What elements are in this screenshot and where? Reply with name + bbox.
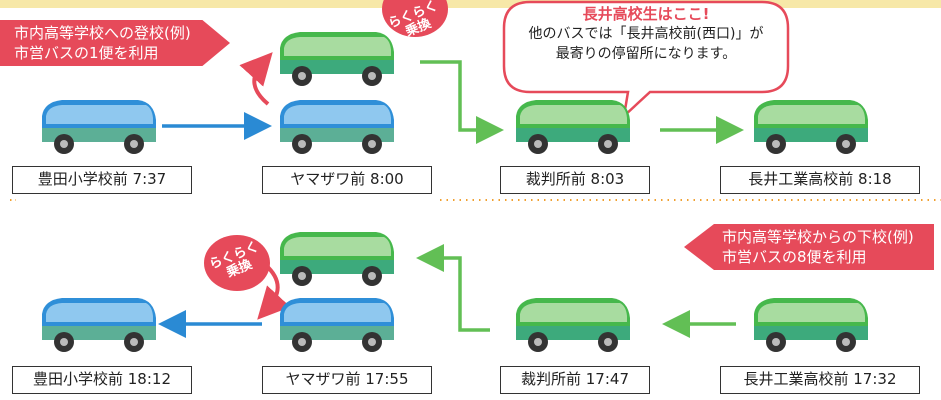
speech-bubble-text: 長井高校生はここ! 他のバスでは「長井高校前(西口)」が 最寄りの停留所になりま…: [500, 4, 792, 64]
bus-icon: [754, 298, 868, 352]
bus-green-saibansho-evening: [516, 298, 630, 352]
stop-label-yamazawa-evening: ヤマザワ前 17:55: [262, 366, 432, 394]
bubble-headline: 長井高校生はここ!: [582, 5, 710, 23]
morning-banner-title: 市内高等学校への登校(例): [14, 24, 191, 42]
bus-icon: [754, 100, 868, 154]
bus-icon: [516, 298, 630, 352]
section-divider: [10, 199, 941, 201]
stop-label-toyoda-evening: 豊田小学校前 18:12: [12, 366, 192, 394]
bus-icon: [42, 100, 156, 154]
morning-route-banner: 市内高等学校への登校(例) 市営バスの1便を利用: [0, 20, 230, 66]
arrow-yamazawa-to-saibansho: [420, 60, 504, 144]
stop-label-yamazawa-morning: ヤマザワ前 8:00: [262, 166, 432, 194]
arrow-saibansho-to-yamazawa: [416, 244, 490, 332]
bus-icon: [280, 298, 394, 352]
evening-transfer-curve: [257, 260, 291, 320]
bus-green-yamazawa-morning: [280, 32, 394, 86]
bus-blue-yamazawa-evening: [280, 298, 394, 352]
stop-label-toyoda-morning: 豊田小学校前 7:37: [12, 166, 192, 194]
bus-icon: [516, 100, 630, 154]
morning-banner-subtitle: 市営バスの1便を利用: [14, 44, 159, 62]
bus-green-nagai-kogyo-evening: [754, 298, 868, 352]
top-color-band: [0, 0, 941, 8]
evening-banner-subtitle: 市営バスの8便を利用: [722, 248, 867, 266]
bus-green-nagai-kogyo-morning: [754, 100, 868, 154]
stop-label-nagai-kogyo-morning: 長井工業高校前 8:18: [720, 166, 920, 194]
bus-icon: [280, 232, 394, 286]
evening-easy-transfer-badge: [204, 235, 270, 291]
speech-bubble: [502, 0, 790, 118]
stop-label-saibansho-morning: 裁判所前 8:03: [500, 166, 650, 194]
bus-icon: [42, 298, 156, 352]
evening-route-banner: 市内高等学校からの下校(例) 市営バスの8便を利用: [684, 224, 934, 270]
bus-green-yamazawa-evening: [280, 232, 394, 286]
bus-blue-yamazawa-morning: [280, 100, 394, 154]
bus-blue-toyoda-morning: [42, 100, 156, 154]
bubble-line-3: 最寄りの停留所になります。: [555, 46, 737, 62]
bus-icon: [280, 32, 394, 86]
stop-label-saibansho-evening: 裁判所前 17:47: [500, 366, 650, 394]
morning-transfer-curve: [239, 52, 273, 106]
bus-green-saibansho-morning: [516, 100, 630, 154]
morning-easy-transfer-badge: [382, 0, 448, 37]
bus-blue-toyoda-evening: [42, 298, 156, 352]
bubble-line-2: 他のバスでは「長井高校前(西口)」が: [528, 26, 764, 42]
evening-banner-title: 市内高等学校からの下校(例): [722, 228, 914, 246]
bus-icon: [280, 100, 394, 154]
stop-label-nagai-kogyo-evening: 長井工業高校前 17:32: [720, 366, 920, 394]
